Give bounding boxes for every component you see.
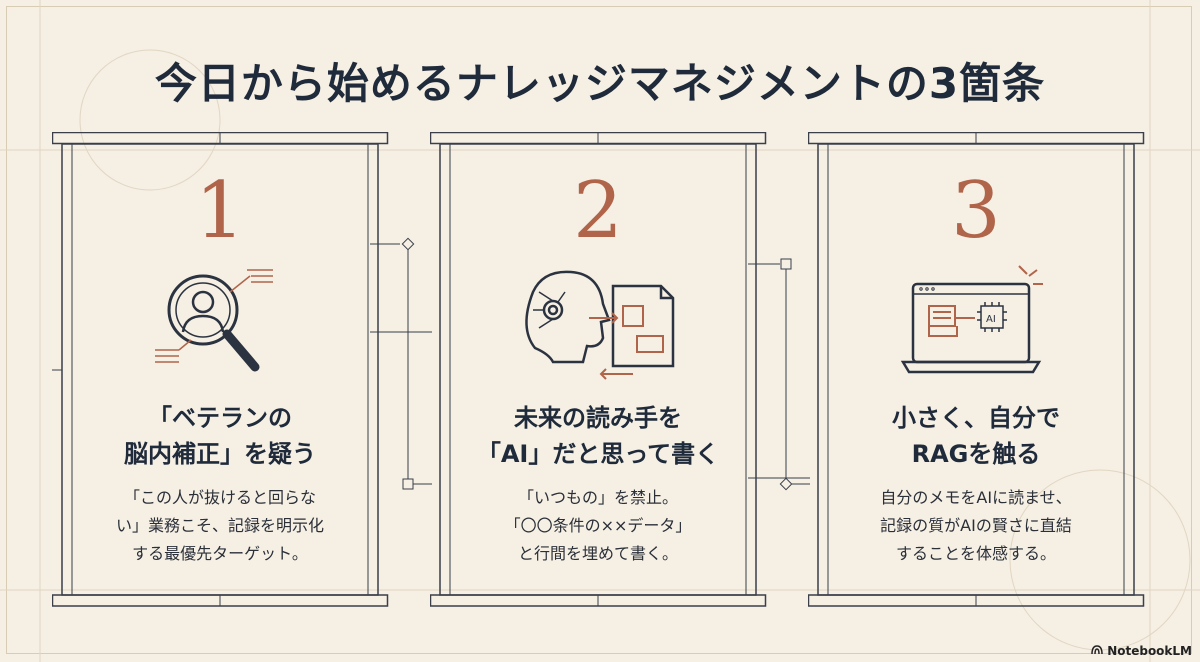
card-number: 1 [195,166,245,256]
card-3: 3 [808,132,1168,607]
card-body-line: 自分のメモをAIに読ませ、 [880,488,1072,507]
laptop-ai-chip-icon: AI [900,262,1051,386]
card-body-line: い」業務こそ、記録を明示化 [115,516,324,535]
card-heading: 「ベテランの 脳内補正」を疑う [52,400,388,472]
card-frame [430,132,767,607]
card-number: 2 [573,166,623,256]
card-heading-line: 脳内補正」を疑う [124,440,316,468]
ai-head-document-icon [513,262,683,386]
card-number: 3 [951,166,1001,256]
card-body-line: する最優先ターゲット。 [132,544,308,563]
card-body-line: 「この人が抜けると回らな [123,488,316,507]
notebooklm-logo-icon [1091,644,1103,658]
svg-text:AI: AI [986,314,996,325]
card-body: 「いつもの」を禁止。 「〇〇条件の××データ」 と行間を埋めて書く。 [448,484,748,568]
card-heading: 小さく、自分で RAGを触る [808,400,1144,472]
card-body-line: と行間を埋めて書く。 [517,544,678,563]
card-body: 「この人が抜けると回らな い」業務こそ、記録を明示化 する最優先ターゲット。 [70,484,370,568]
card-2: 2 未来の読み手を [430,132,790,607]
card-body: 自分のメモをAIに読ませ、 記録の質がAIの賢さに直結 することを体感する。 [826,484,1126,568]
page-title: 今日から始めるナレッジマネジメントの3箇条 [154,59,1046,108]
card-heading-line: RAGを触る [911,440,1041,468]
card-heading-line: 未来の読み手を [514,404,682,432]
card-frame [808,132,1145,607]
card-heading-line: 「AI」だと思って書く [476,440,720,468]
card-heading-line: 小さく、自分で [892,404,1060,432]
page-frame [6,6,1192,654]
card-1: 1 「ベテランの 脳内補正」を疑う [52,132,412,607]
card-frame [52,132,389,607]
card-heading: 未来の読み手を 「AI」だと思って書く [430,400,766,472]
connector-2-3 [748,258,810,491]
card-body-line: 「〇〇条件の××データ」 [504,516,692,535]
card-body-line: 記録の質がAIの賢さに直結 [880,516,1072,535]
card-heading-line: 「ベテランの [148,404,292,432]
brand-label: NotebookLM [1107,644,1192,658]
connector-1-2 [370,237,432,490]
card-body-line: 「いつもの」を禁止。 [517,488,678,507]
magnifier-person-icon [155,262,285,386]
card-body-line: することを体感する。 [895,544,1056,563]
notebooklm-brand: NotebookLM [1091,644,1192,658]
